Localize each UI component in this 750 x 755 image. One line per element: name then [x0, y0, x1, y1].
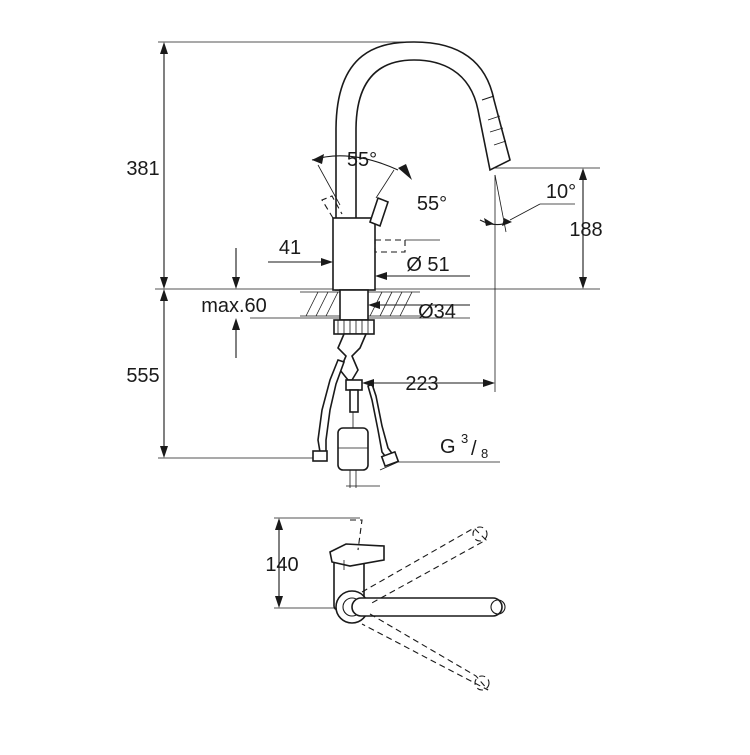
- lever-ghost: [321, 195, 343, 219]
- dim-label-140: 140: [265, 554, 298, 576]
- top-view-spout: [351, 597, 503, 617]
- top-view-lever-ghost: [350, 519, 363, 551]
- thread-label-num: 3: [461, 431, 468, 446]
- spray-head-grip: [487, 115, 507, 146]
- lever-ghost-side: [374, 239, 406, 253]
- dim-label-max60: max.60: [201, 295, 267, 317]
- shank: [339, 289, 369, 321]
- angle-label-spray: 55°: [347, 149, 377, 171]
- lever-handle: [369, 196, 389, 228]
- dim-label-d51: Ø 51: [406, 254, 449, 276]
- faucet-body: [332, 217, 376, 291]
- dim-label-41: 41: [279, 237, 301, 259]
- angle-ray-left: [317, 164, 341, 206]
- top-view: 140: [265, 517, 506, 691]
- dim-label-381: 381: [126, 158, 159, 180]
- tilt-leader: [509, 203, 541, 221]
- dim-label-188: 188: [569, 219, 602, 241]
- hose-left-nut: [312, 450, 328, 462]
- dim-label-555: 555: [126, 365, 159, 387]
- top-view-lever: [329, 543, 385, 567]
- supply-hoses: [312, 333, 400, 488]
- hose-right: [367, 382, 396, 462]
- thread-label-den: 8: [481, 446, 488, 461]
- spray-head-joint: [481, 95, 495, 101]
- dim-label-223: 223: [405, 373, 438, 395]
- dim-label-d34: Ø34: [418, 301, 456, 323]
- swivel-ghost-lower: [361, 613, 489, 691]
- thread-label-prefix: G: [440, 436, 456, 458]
- side-view: 381 555 188 55° 55°: [126, 41, 603, 488]
- angle-label-tilt: 10°: [546, 181, 576, 203]
- hose-right-nut: [380, 450, 400, 468]
- weight: [337, 427, 369, 471]
- thread-label-slash: /: [471, 438, 477, 460]
- angle-label-lever: 55°: [417, 193, 447, 215]
- swivel-ghost-upper: [361, 527, 487, 605]
- angle-ray-right: [375, 169, 395, 199]
